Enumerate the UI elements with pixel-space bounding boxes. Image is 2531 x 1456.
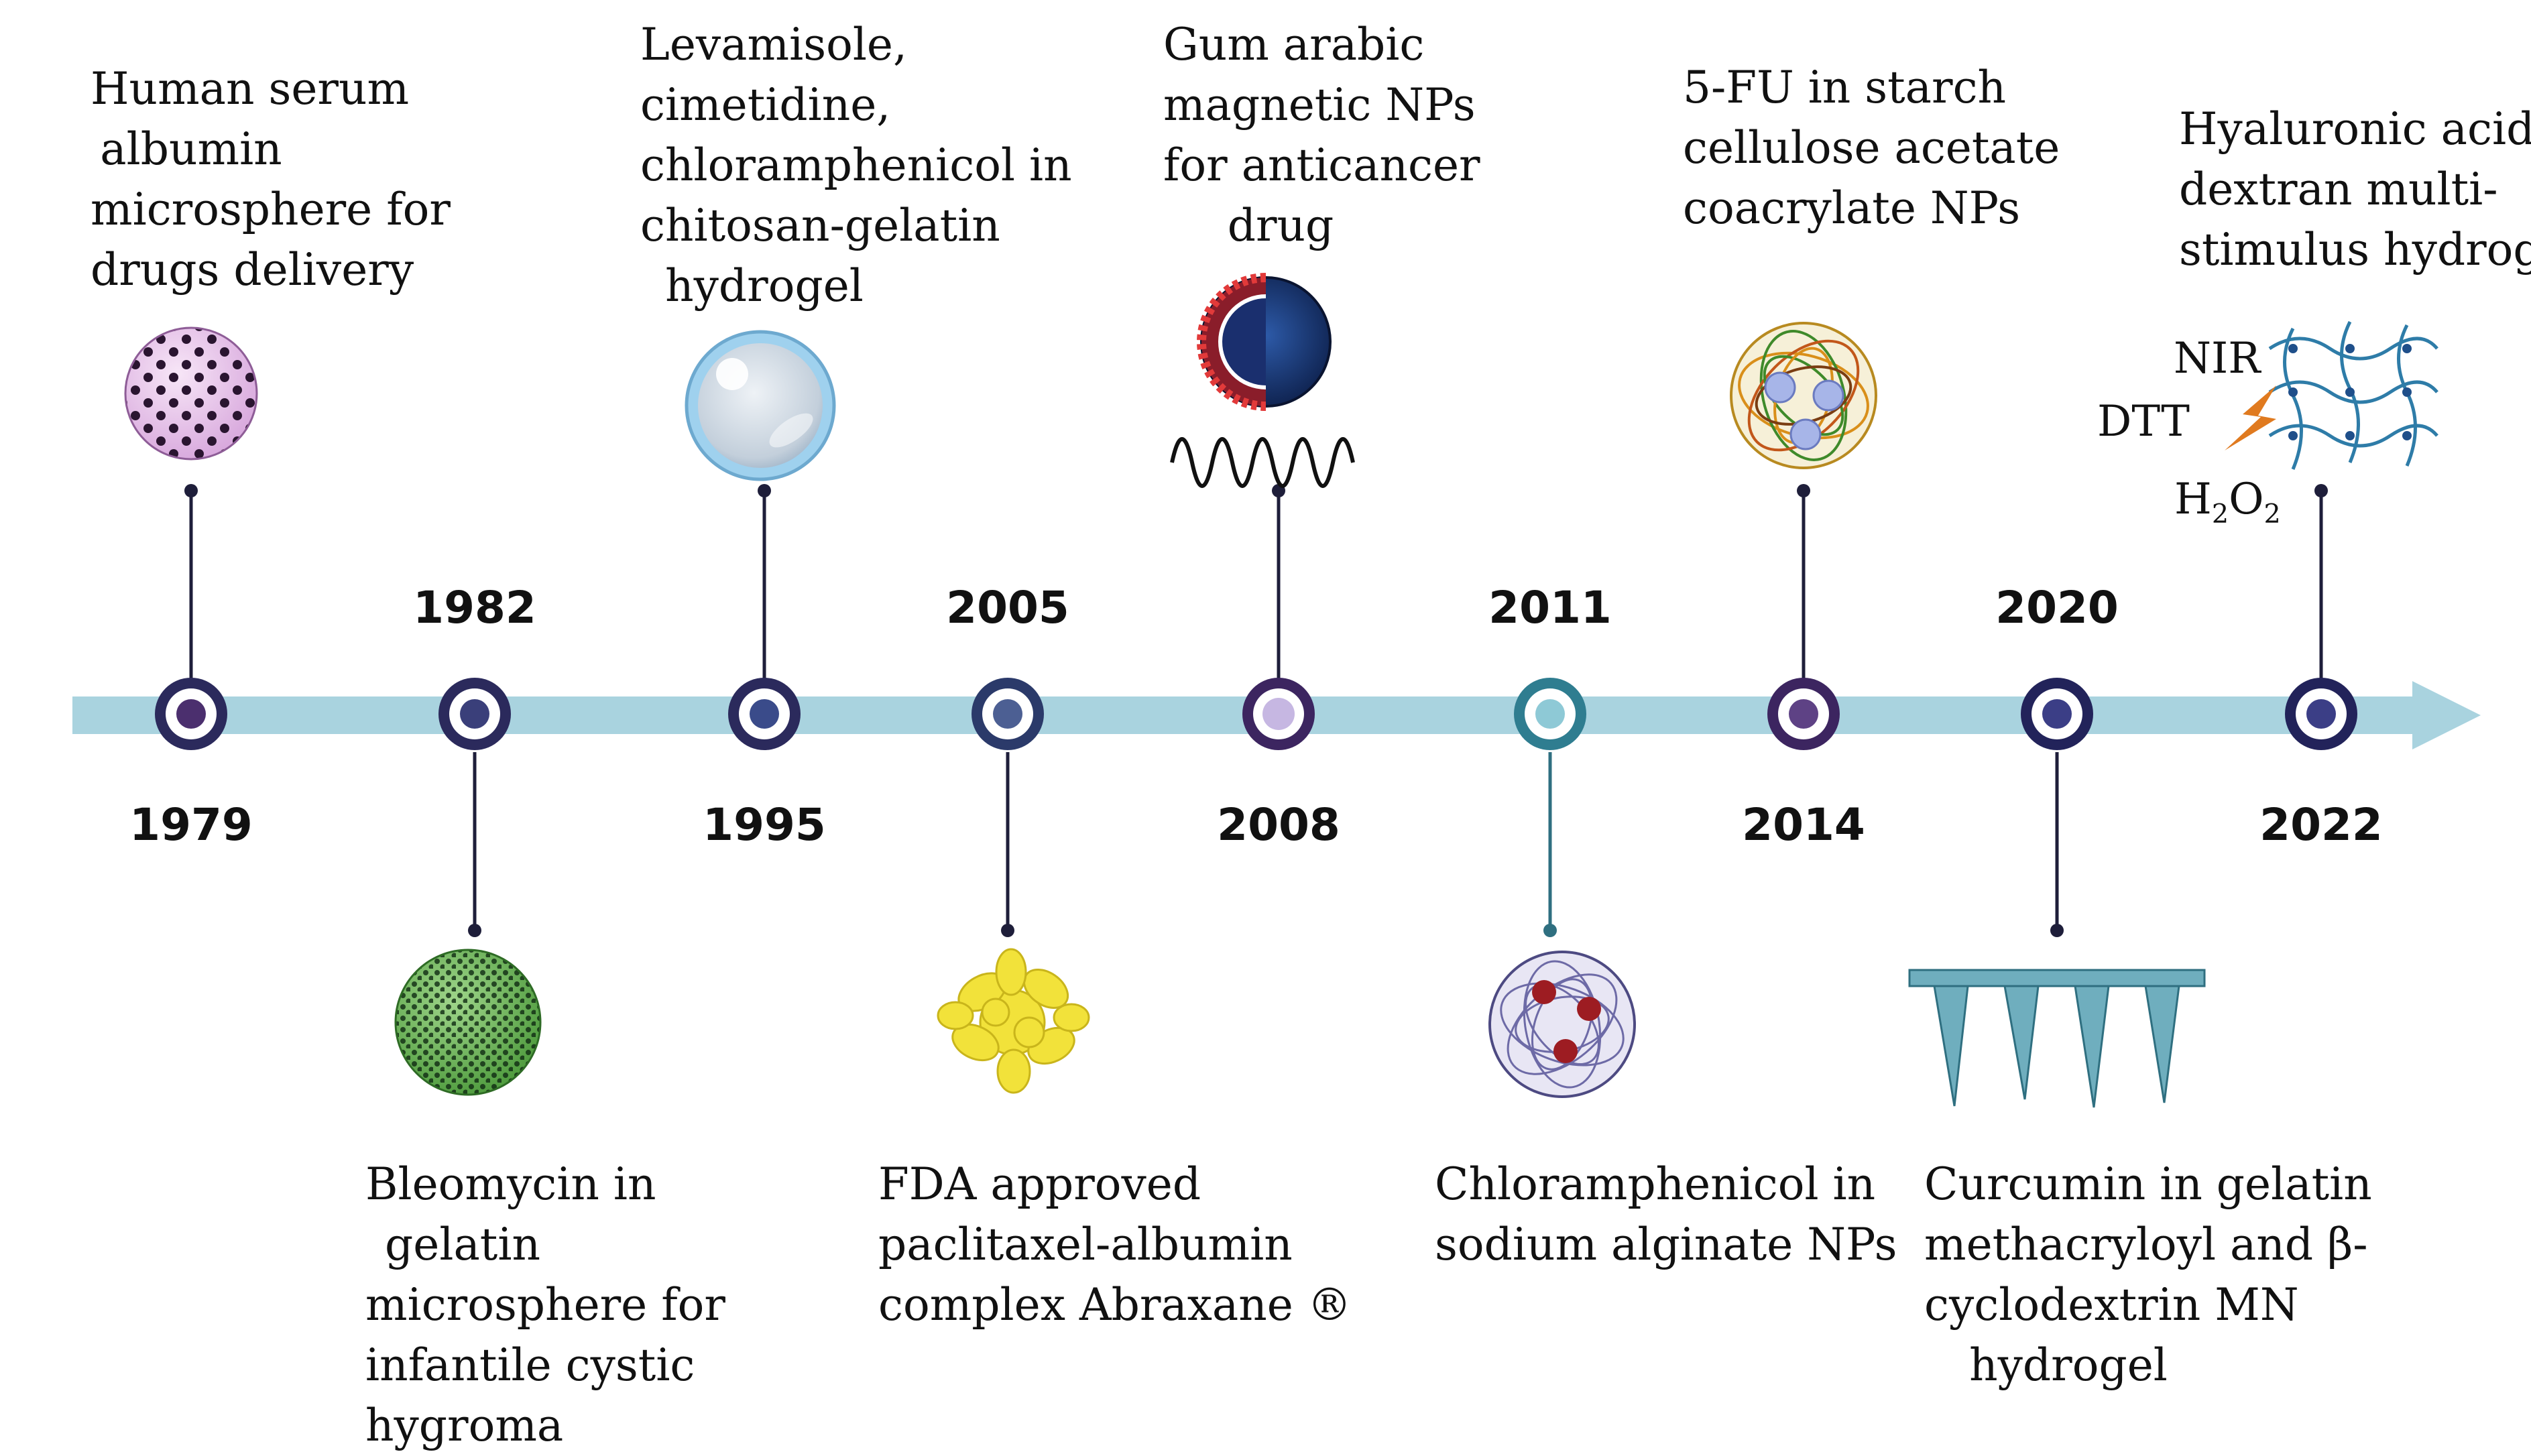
label-1995: Levamisole,cimetidine,chloramphenicol in… [640, 19, 1072, 312]
stem-end-dots [184, 484, 2328, 937]
yellow-cluster-icon [937, 948, 1090, 1094]
stems [189, 491, 2323, 930]
year-2014: 2014 [1742, 799, 1865, 851]
year-2022: 2022 [2259, 799, 2383, 851]
polymer-nanoparticle-icon [1730, 322, 1877, 469]
node-1982 [438, 678, 511, 750]
green-dotted-sphere-icon [394, 949, 542, 1096]
microneedle-array-icon [1908, 969, 2206, 1108]
stimulus-nir: NIR [2174, 334, 2261, 383]
hydrogel-network-icon [2225, 320, 2438, 470]
stimulus-h2o2: H2O2 [2174, 475, 2281, 530]
year-1979: 1979 [129, 799, 253, 851]
node-2005 [972, 678, 1044, 750]
pink-dotted-sphere-icon [124, 326, 258, 461]
year-2005: 2005 [946, 582, 1069, 633]
bubble-sphere-icon [685, 330, 836, 481]
node-2008 [1242, 678, 1315, 750]
lightning-bolt-icon [2225, 385, 2276, 450]
node-1995 [728, 678, 801, 750]
alginate-nanoparticle-icon [1488, 951, 1636, 1098]
timeline-arrowhead [2412, 681, 2481, 749]
node-2014 [1767, 678, 1840, 750]
node-2011 [1514, 678, 1586, 750]
node-2020 [2021, 678, 2093, 750]
year-2008: 2008 [1217, 799, 1340, 851]
year-2020: 2020 [1995, 582, 2119, 633]
year-1995: 1995 [703, 799, 826, 851]
node-1979 [155, 678, 227, 750]
label-2022: Hyaluronic acid/dextran multi-stimulus h… [2179, 103, 2531, 276]
year-1982: 1982 [413, 582, 536, 633]
node-2022 [2285, 678, 2357, 750]
stimulus-dtt: DTT [2097, 397, 2190, 446]
year-2011: 2011 [1488, 582, 1612, 633]
magnetic-nanoparticle-icon [1170, 273, 1355, 488]
